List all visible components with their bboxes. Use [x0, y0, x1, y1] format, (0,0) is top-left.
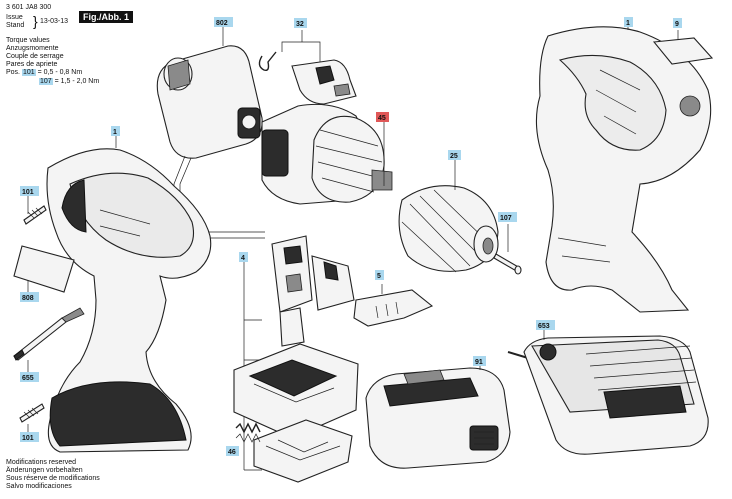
bit-655-part: [13, 307, 85, 372]
switch-assembly-part: [233, 235, 359, 483]
callout-808: 808: [20, 292, 39, 302]
torque-row-1-value: = 0,5 - 0,8 Nm: [37, 69, 83, 76]
screw-101-lower-part: [19, 403, 45, 432]
svg-text:101: 101: [22, 435, 34, 442]
callout-101-lower: 101: [20, 432, 39, 442]
svg-text:802: 802: [216, 20, 228, 27]
footer-line-fr: Sous réserve de modifications: [6, 475, 100, 482]
footer-line-en: Modifications reserved: [6, 459, 77, 466]
screw-107-part: [493, 224, 522, 275]
torque-row-1: Pos. 101 = 0,5 - 0,8 Nm: [6, 69, 82, 77]
pos-label: Pos.: [6, 69, 21, 76]
stand-label: Stand: [6, 22, 25, 29]
figure-label: Fig./Abb. 1: [79, 11, 133, 23]
svg-text:5: 5: [377, 273, 381, 280]
issue-brace: }: [33, 13, 38, 29]
slide-5-part: [353, 284, 434, 327]
svg-text:4: 4: [241, 255, 245, 262]
svg-text:107: 107: [500, 215, 512, 222]
label-808-part: [13, 245, 75, 293]
svg-text:1: 1: [626, 20, 630, 27]
callout-4: 4: [239, 252, 248, 278]
svg-text:653: 653: [538, 323, 550, 330]
torque-title: Torque values: [6, 37, 50, 44]
spring-46-part: [235, 422, 261, 443]
battery-91-part: [365, 356, 511, 469]
svg-text:101: 101: [22, 189, 34, 196]
callout-25: 25: [448, 150, 461, 160]
callout-45: 45: [376, 112, 389, 122]
torque-title-fr: Couple de serrage: [6, 53, 64, 60]
chuck-part: [398, 160, 499, 273]
callout-46: 46: [226, 446, 239, 456]
torque-title-es: Pares de apriete: [6, 61, 58, 68]
callout-107: 107: [498, 212, 517, 222]
svg-text:655: 655: [22, 375, 34, 382]
callout-1-left: 1: [111, 126, 120, 136]
footer-line-de: Änderungen vorbehalten: [6, 467, 83, 474]
callout-91: 91: [473, 356, 486, 366]
issue-label: Issue: [6, 14, 23, 21]
callout-1-right: 1: [624, 17, 633, 27]
svg-text:46: 46: [228, 449, 236, 456]
callout-802: 802: [214, 17, 233, 46]
svg-text:32: 32: [296, 21, 304, 28]
housing-right-part: [535, 22, 712, 313]
svg-text:25: 25: [450, 153, 458, 160]
footer-line-es: Salvo modificaciones: [6, 483, 72, 490]
torque-title-de: Anzugsmomente: [6, 45, 59, 52]
callout-32: 32: [294, 18, 307, 28]
callout-655: 655: [20, 372, 39, 382]
label-9-part: [652, 30, 714, 65]
screw-101-upper-part: [23, 196, 47, 225]
gearbox-part: [261, 103, 393, 205]
svg-text:45: 45: [378, 115, 386, 122]
svg-text:808: 808: [22, 295, 34, 302]
charger-653-part: [507, 330, 709, 455]
torque-row-2-value: = 1,5 - 2,0 Nm: [54, 78, 100, 85]
housing-left-part: [46, 136, 212, 453]
callout-5: 5: [375, 270, 384, 280]
doc-number: 3 601 JA8 300: [6, 4, 52, 11]
issue-date: 13-03-13: [40, 18, 69, 25]
torque-row-1-pos: 101: [21, 69, 36, 76]
torque-row-2: 107 = 1,5 - 2,0 Nm: [39, 78, 99, 86]
torque-row-2-pos: 107: [39, 78, 53, 85]
callout-101-upper: 101: [20, 186, 39, 196]
callout-9: 9: [673, 18, 682, 28]
svg-text:91: 91: [475, 359, 483, 366]
svg-text:9: 9: [675, 21, 679, 28]
motor-part: [156, 45, 265, 239]
svg-text:1: 1: [113, 129, 117, 136]
clip-part: [258, 30, 357, 105]
callout-653: 653: [536, 320, 555, 330]
